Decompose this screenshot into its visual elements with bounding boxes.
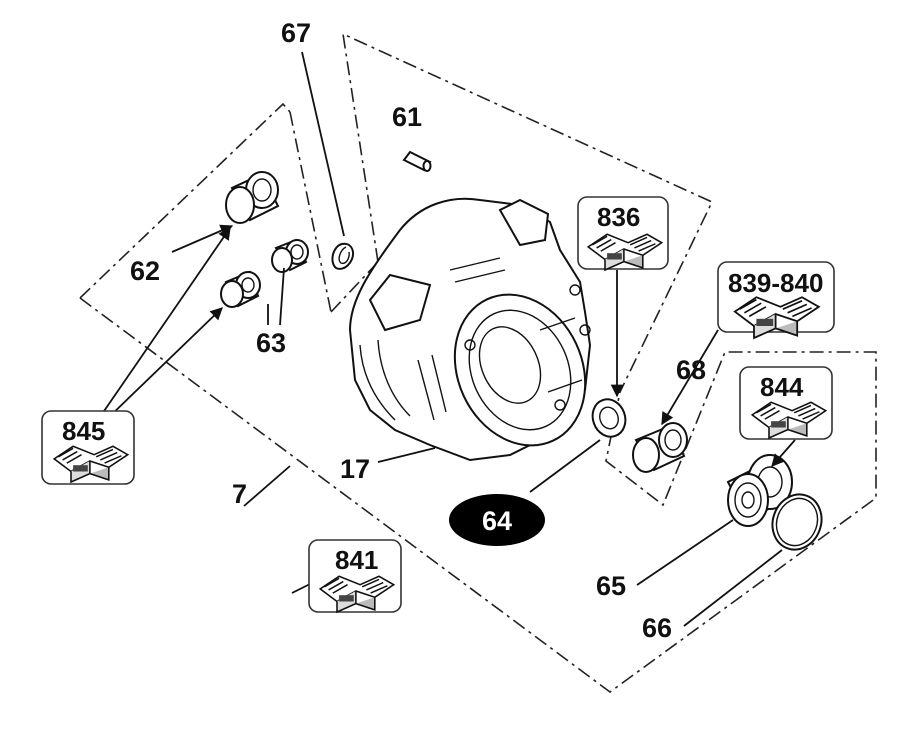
kit-box-844[interactable]: 844 [739,366,833,440]
kit-label-844: 844 [760,372,804,402]
callout-68[interactable]: 68 [676,355,706,385]
leader-67 [301,51,345,237]
part-snap-ring-66[interactable] [765,487,829,556]
kit-box-839-840[interactable]: 839-840 [717,261,835,339]
callout-17[interactable]: 17 [340,454,370,484]
callout-labels: 67 61 62 63 17 7 68 65 66 [130,18,706,643]
leader-64 [529,439,601,493]
leader-845-b [107,307,223,419]
kit-box-836[interactable]: 836 [577,196,669,271]
callout-7[interactable]: 7 [232,479,247,509]
leader-lines [101,51,796,627]
leader-845-a [101,226,231,415]
part-circlip-67[interactable] [331,242,355,270]
kit-box-845[interactable]: 845 [41,410,135,485]
part-pin-61[interactable] [402,150,432,172]
part-seal-64[interactable] [587,395,630,442]
callout-66[interactable]: 66 [642,613,672,643]
leader-17 [377,447,436,463]
part-housing-17[interactable] [348,197,609,467]
kit-label-841: 841 [335,545,378,575]
leader-65 [636,519,734,586]
kit-label-845: 845 [62,416,105,446]
kit-label-839-840: 839-840 [728,268,823,298]
part-bushing-63a[interactable] [271,238,309,273]
callout-62[interactable]: 62 [130,256,160,286]
leader-844 [771,439,796,467]
leader-63 [267,267,285,326]
part-bushing-68[interactable] [632,422,688,473]
callout-64: 64 [482,506,512,536]
callout-65[interactable]: 65 [596,571,626,601]
dash-outlines [79,32,877,693]
callout-63[interactable]: 63 [256,328,286,358]
callout-61[interactable]: 61 [392,102,422,132]
part-bushing-62[interactable] [225,171,280,224]
callout-64-highlight[interactable]: 64 [449,494,545,546]
leader-68 [661,329,719,426]
highlight-ellipse [449,494,545,546]
callout-67[interactable]: 67 [281,18,311,48]
leader-7 [243,465,291,507]
kit-label-836: 836 [597,202,640,232]
part-bushing-63b[interactable] [220,270,261,308]
leader-66 [683,549,783,627]
part-bearing-65[interactable] [726,454,793,527]
kit-box-841[interactable]: 841 [308,539,402,613]
